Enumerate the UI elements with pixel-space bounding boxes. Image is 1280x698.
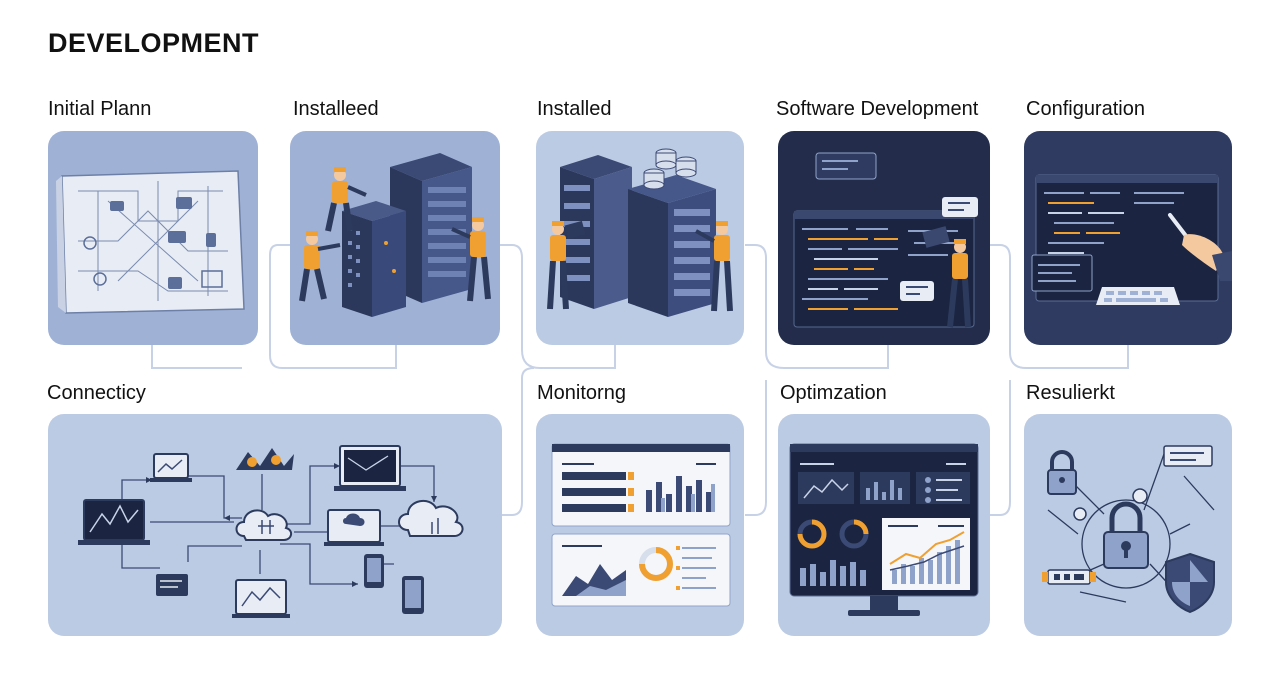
stage-label-software-development: Software Development [776, 98, 979, 120]
stage-label-connecticy: Connecticy [47, 382, 146, 404]
page-title: DEVELOPMENT [48, 28, 260, 58]
stage-card-installed[interactable] [536, 131, 744, 345]
stage-label-monitorng: Monitorng [537, 382, 626, 404]
stage-card-installeed[interactable] [290, 131, 500, 345]
stage-label-configuration: Configuration [1026, 98, 1145, 120]
stage-label-optimzation: Optimzation [780, 382, 887, 404]
monitoring-dashboard-icon [551, 443, 731, 607]
server-install-icon [299, 153, 491, 317]
security-lock-icon [1042, 445, 1215, 614]
server-rack-icon [547, 148, 733, 317]
stage-label-installeed: Installeed [293, 98, 379, 120]
config-laptop-icon [1031, 174, 1232, 305]
code-editor-icon [793, 152, 978, 328]
stage-card-initial-plann[interactable] [48, 131, 258, 345]
stage-card-optimzation[interactable] [778, 414, 990, 636]
stage-card-monitorng[interactable] [536, 414, 744, 636]
optimization-monitor-icon [789, 443, 979, 616]
stage-label-installed: Installed [537, 98, 612, 120]
cloud-network-icon [78, 445, 464, 618]
stage-label-resulierkt: Resulierkt [1026, 382, 1115, 404]
blueprint-icon [56, 170, 245, 314]
stage-card-resulierkt[interactable] [1024, 414, 1232, 636]
stage-card-software-development[interactable] [778, 131, 990, 345]
stage-card-connecticy[interactable] [48, 414, 502, 636]
stage-card-configuration[interactable] [1024, 131, 1232, 345]
stage-label-initial-plann: Initial Plann [48, 98, 152, 120]
